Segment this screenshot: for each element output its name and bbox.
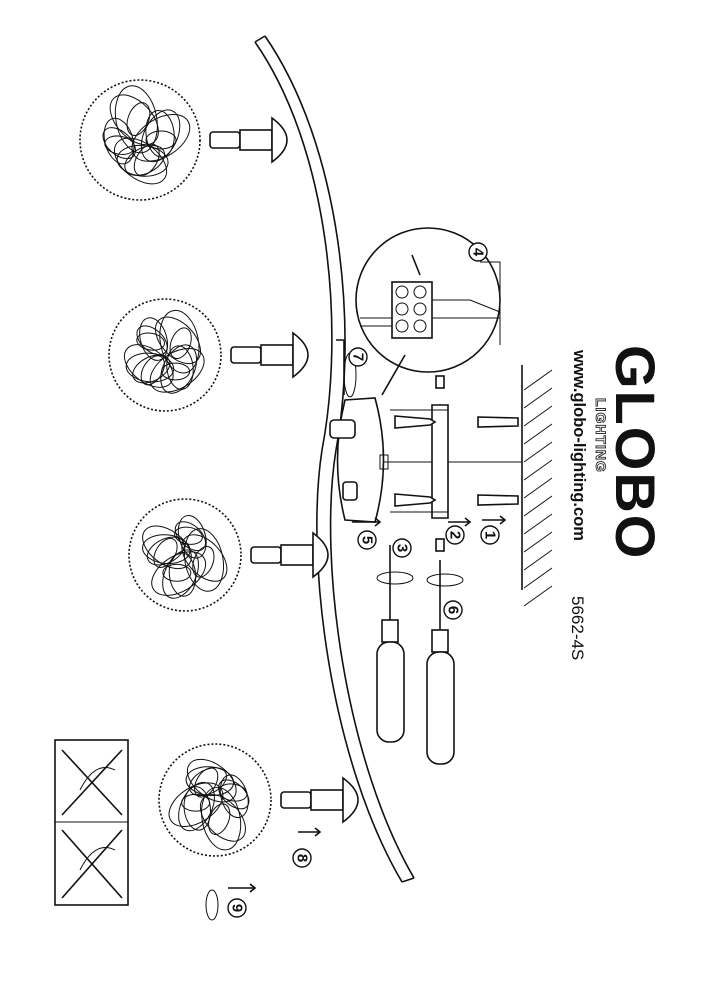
- globe-lamp: [128, 498, 329, 612]
- model-number: 5662-4S: [568, 596, 587, 660]
- glass-globes: [79, 79, 359, 857]
- screwdriver-icon: [376, 545, 414, 743]
- globe-lamp: [79, 79, 288, 201]
- screw-icon: [394, 415, 437, 429]
- step-number-1: 1: [480, 525, 500, 545]
- small-screw-icon: [435, 538, 445, 552]
- allen-key-icon: [336, 339, 345, 395]
- step-number-7: 7: [348, 347, 368, 367]
- socket: [310, 789, 344, 811]
- step-label: 7: [350, 353, 367, 361]
- step-label: 4: [470, 248, 487, 257]
- brand-sublogo: LIGHTING: [593, 398, 609, 473]
- wall-plug-icon: [477, 494, 519, 506]
- step-number-9: 9: [227, 898, 247, 918]
- step-number-2: 2: [445, 525, 465, 545]
- step-numbers: 1 2 3 4 5 6 7 8 9: [227, 242, 500, 918]
- brand-logo: GLOBO: [604, 345, 667, 560]
- wiring-detail-inset: [355, 227, 501, 396]
- step-number-6: 6: [443, 600, 463, 620]
- step-number-5: 5: [357, 530, 377, 550]
- wall-hatch: [380, 365, 553, 607]
- step-label: 8: [294, 854, 311, 862]
- brand-url: www.globo-lighting.com: [570, 349, 588, 541]
- canopy: [329, 397, 389, 523]
- step-number-3: 3: [392, 538, 412, 558]
- wall-plug-icon: [477, 416, 519, 428]
- step-label: 9: [229, 904, 246, 912]
- warning-inset: [54, 739, 129, 906]
- screws: [394, 375, 519, 552]
- socket: [239, 129, 273, 151]
- globe-lamp: [108, 298, 309, 412]
- mounting-bracket: [390, 404, 449, 519]
- globe-lamp: [158, 743, 359, 857]
- bulb-icon: [280, 791, 312, 809]
- step-label: 6: [445, 606, 462, 614]
- socket: [280, 544, 314, 566]
- direction-arrows: [205, 515, 507, 921]
- step-label: 2: [447, 531, 464, 539]
- screwdriver-icon: [426, 560, 464, 765]
- step-number-4: 4: [468, 242, 488, 262]
- step-label: 5: [359, 536, 376, 544]
- bulb-icon: [209, 131, 241, 149]
- lamp-arm: [254, 35, 415, 883]
- small-screw-icon: [435, 375, 445, 389]
- step-label: 1: [482, 531, 499, 539]
- step-label: 3: [394, 544, 411, 552]
- bulb-icon: [250, 546, 282, 564]
- step-number-8: 8: [292, 848, 312, 868]
- brand-block: GLOBO LIGHTING www.globo-lighting.com 56…: [568, 345, 667, 660]
- socket: [260, 344, 294, 366]
- screw-icon: [394, 493, 437, 507]
- bulb-icon: [230, 346, 262, 364]
